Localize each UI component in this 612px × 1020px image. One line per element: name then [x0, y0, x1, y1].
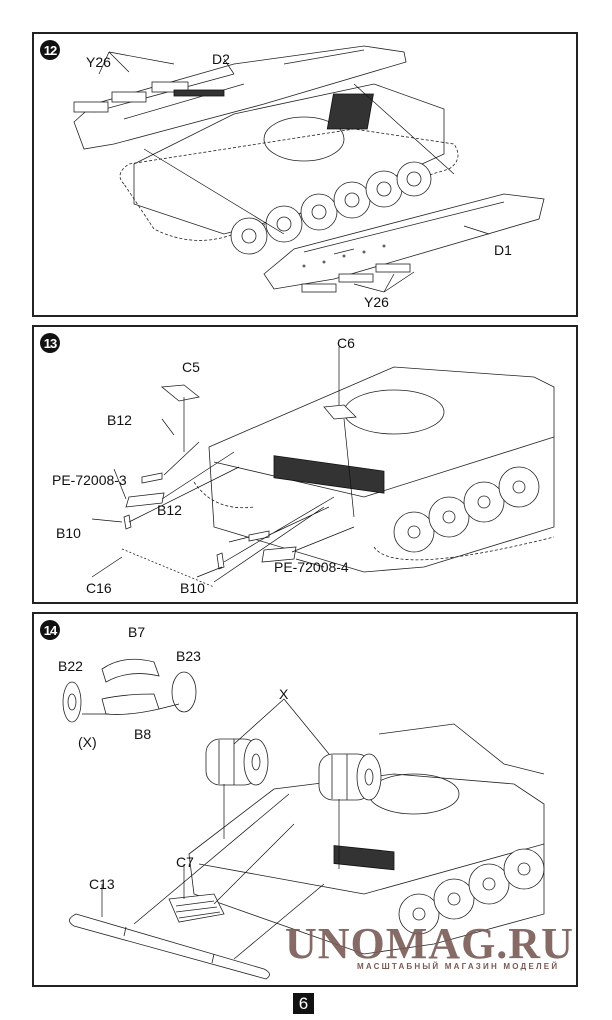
y26-part	[73, 101, 109, 113]
step-13-panel: 13	[32, 325, 578, 604]
watermark-title: UNOMAG.RU	[285, 919, 574, 968]
step-number-badge: 14	[40, 620, 60, 640]
fender-dots	[302, 244, 386, 268]
part-pe-72008-4	[261, 546, 297, 563]
part-b23	[171, 671, 197, 713]
part-b12	[141, 472, 163, 484]
part-label-b22: B22	[58, 658, 83, 674]
part-label-y26: Y26	[86, 54, 111, 70]
step-number-badge: 12	[40, 40, 60, 60]
step-14-panel: 14	[32, 612, 578, 987]
step-12-panel: 12	[32, 32, 578, 317]
y26-part	[111, 91, 147, 103]
part-c7	[168, 893, 225, 923]
fuel-drum	[318, 753, 382, 801]
road-wheels	[393, 466, 540, 553]
part-label-x: X	[279, 686, 289, 702]
part-label-b12: B12	[107, 412, 132, 428]
part-label-c13: C13	[89, 876, 115, 892]
part-label-b23: B23	[176, 648, 201, 664]
y26-part	[338, 273, 374, 283]
part-label-pe-72008-3: PE-72008-3	[52, 472, 127, 488]
step-13-illustration	[91, 347, 555, 588]
y26-part	[375, 263, 411, 273]
road-wheels	[398, 848, 545, 935]
part-label-pe-72008-4: PE-72008-4	[274, 559, 349, 575]
part-b8	[101, 693, 160, 715]
part-label-d1: D1	[494, 242, 512, 258]
part-label-y26: Y26	[364, 294, 389, 310]
step-12-illustration	[73, 45, 545, 293]
part-label-b8: B8	[134, 726, 152, 742]
part-c16	[121, 548, 215, 588]
part-c13	[69, 913, 270, 980]
turret-ring	[263, 116, 345, 162]
part-pe-72008-3	[125, 492, 165, 508]
part-label-c16: C16	[86, 580, 112, 596]
y26-part	[151, 81, 189, 93]
part-label-c6: C6	[337, 335, 355, 351]
fender-d1	[263, 193, 545, 290]
part-b12	[248, 530, 270, 542]
hull-rear	[208, 366, 555, 573]
road-wheels	[230, 161, 432, 255]
y26-part	[301, 283, 337, 293]
part-b7	[101, 658, 160, 683]
part-c5	[160, 384, 200, 402]
part-label-c5: C5	[182, 359, 200, 375]
part-b22	[62, 681, 82, 723]
part-label-c7: C7	[176, 854, 194, 870]
step-number-badge: 13	[40, 333, 60, 353]
part-label-b12: B12	[157, 502, 182, 518]
part-label-b10: B10	[180, 580, 205, 596]
part-label-b7: B7	[128, 624, 146, 640]
part-label-d2: D2	[212, 51, 230, 67]
fuel-drum	[205, 738, 269, 786]
part-c6	[323, 404, 357, 420]
part-b10	[123, 514, 132, 530]
track	[119, 128, 459, 241]
part-label-b10: B10	[56, 525, 81, 541]
part-label-x-subassembly: (X)	[78, 734, 97, 750]
step-14-illustration	[62, 658, 545, 980]
part-b10	[216, 552, 225, 570]
page-number: 6	[293, 993, 314, 1014]
watermark-subtitle: МАСШТАБНЫЙ МАГАЗИН МОДЕЛЕЙ	[357, 962, 560, 971]
